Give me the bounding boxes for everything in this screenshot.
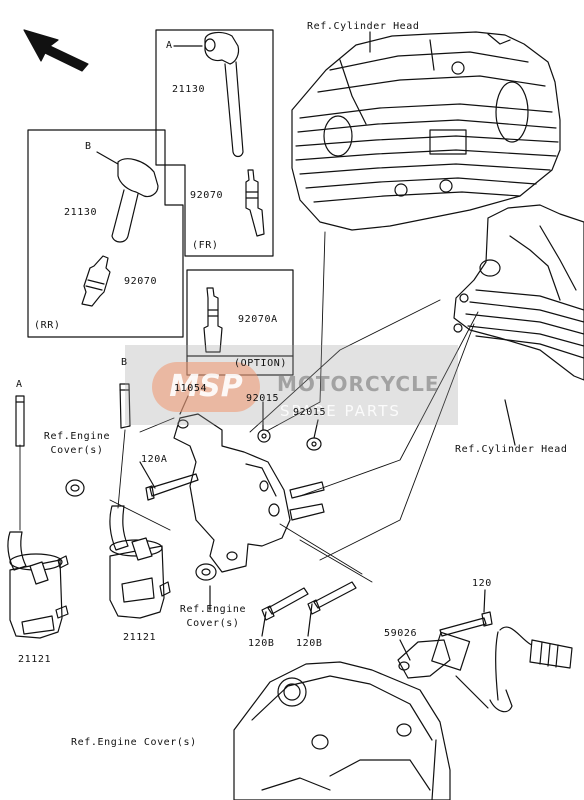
part-21130-rr: 21130 [64,207,98,218]
part-11054: 11054 [174,383,208,394]
part-21121-right: 21121 [123,632,157,643]
callout-b-left: B [121,357,128,368]
watermark-logo: MSP [152,362,260,412]
part-59026: 59026 [384,628,418,639]
ignition-coil-right-drawing [109,505,171,619]
leader-lines [139,31,516,661]
rr-spark-plug-drawing [81,255,111,307]
part-21121-left: 21121 [18,654,52,665]
fr-plug-cap-drawing [173,31,244,158]
callout-a-left: A [16,379,23,390]
part-92015-right: 92015 [293,407,327,418]
cylinder-head-upper-drawing [291,31,561,231]
bracket-drawing [173,413,291,573]
label-ref-engine-cover-2: Ref.Engine Cover(s) [179,604,247,629]
label-option: (OPTION) [234,358,287,369]
label-fr: (FR) [192,240,219,251]
rr-plug-cap-drawing [96,151,159,243]
ignition-coil-left-drawing [7,531,69,639]
part-92070a: 92070A [238,314,278,325]
part-120: 120 [472,578,492,589]
label-ref-engine-cover-3: Ref.Engine Cover(s) [71,737,197,748]
left-hose-b-drawing [119,383,131,429]
part-92070-rr: 92070 [124,276,158,287]
label-ref-cylinder-head-top: Ref.Cylinder Head [307,21,420,32]
reference-lines [19,231,479,583]
engine-cover-drawing [233,661,451,800]
label-ref-engine-cover-1: Ref.Engine Cover(s) [43,431,111,456]
part-120b-left: 120B [248,638,275,649]
watermark-title: MOTORCYCLE [277,372,440,396]
washers-drawing [65,429,322,581]
option-spark-plug-drawing [203,287,223,353]
watermark-subtitle: SPARE PARTS [280,402,401,420]
part-120b-right: 120B [296,638,323,649]
rr-group-frame [27,129,184,338]
cylinder-head-lower-drawing [453,204,584,381]
bolts-drawing [145,473,493,637]
label-ref-cylinder-head-right: Ref.Cylinder Head [455,444,568,455]
part-120a: 120A [141,454,168,465]
label-rr: (RR) [34,320,61,331]
part-92070-fr: 92070 [190,190,224,201]
part-92015-left: 92015 [246,393,280,404]
left-hose-a-drawing [15,395,25,447]
fr-spark-plug-drawing [245,169,265,237]
callout-a-fr: A [166,40,173,51]
sensor-drawing [397,626,573,713]
direction-arrow-icon [23,29,89,72]
callout-b-rr: B [85,141,92,152]
fr-group-frame [155,29,274,257]
part-21130-fr: 21130 [172,84,206,95]
